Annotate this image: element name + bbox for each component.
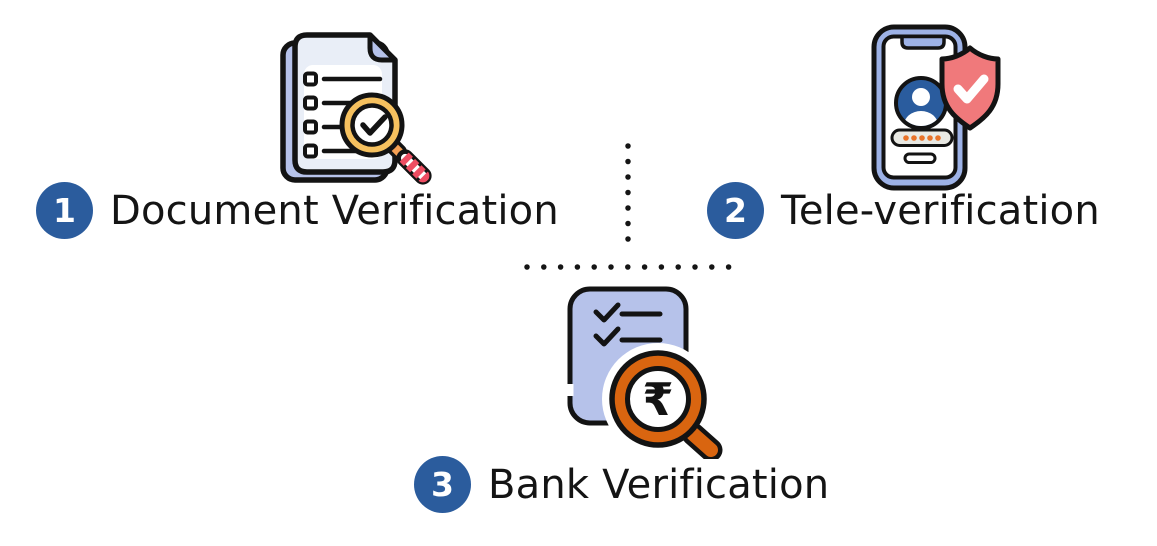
verification-steps-diagram: 1 Document Verification	[36, 24, 1100, 513]
dotted-connector-lines	[524, 143, 732, 270]
